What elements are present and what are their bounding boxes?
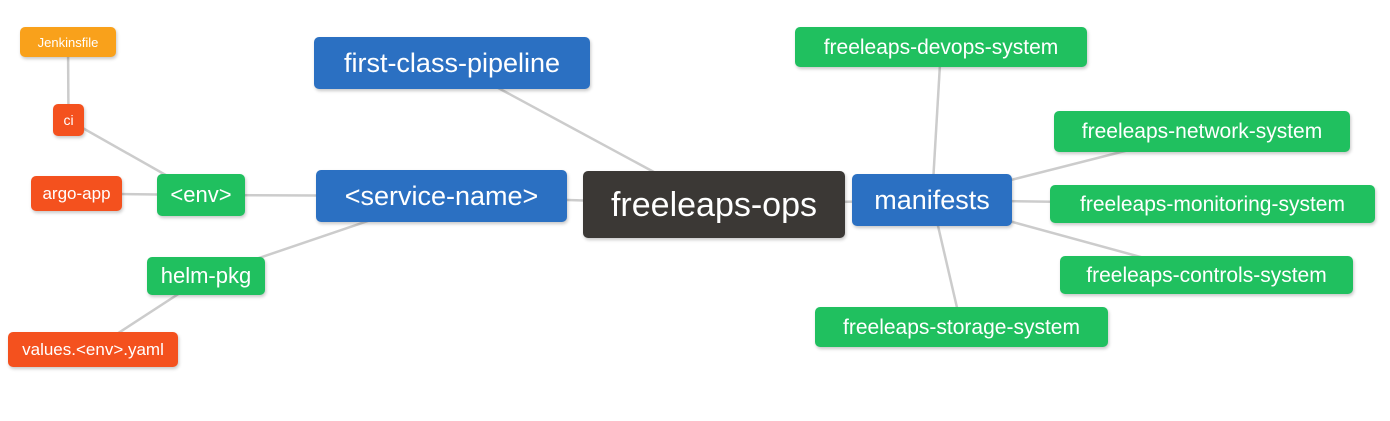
- node-ci[interactable]: ci: [53, 104, 84, 136]
- node-freeleaps-storage-system[interactable]: freeleaps-storage-system: [815, 307, 1108, 347]
- node-freeleaps-ops[interactable]: freeleaps-ops: [583, 171, 845, 238]
- node-service-name[interactable]: <service-name>: [316, 170, 567, 222]
- node-freeleaps-monitoring-system[interactable]: freeleaps-monitoring-system: [1050, 185, 1375, 223]
- node-freeleaps-devops-system[interactable]: freeleaps-devops-system: [795, 27, 1087, 67]
- node-manifests[interactable]: manifests: [852, 174, 1012, 226]
- node-env[interactable]: <env>: [157, 174, 245, 216]
- node-values-env-yaml[interactable]: values.<env>.yaml: [8, 332, 178, 367]
- node-jenkinsfile[interactable]: Jenkinsfile: [20, 27, 116, 57]
- node-freeleaps-network-system[interactable]: freeleaps-network-system: [1054, 111, 1350, 152]
- node-helm-pkg[interactable]: helm-pkg: [147, 257, 265, 295]
- node-first-class-pipeline[interactable]: first-class-pipeline: [314, 37, 590, 89]
- node-freeleaps-controls-system[interactable]: freeleaps-controls-system: [1060, 256, 1353, 294]
- node-argo-app[interactable]: argo-app: [31, 176, 122, 211]
